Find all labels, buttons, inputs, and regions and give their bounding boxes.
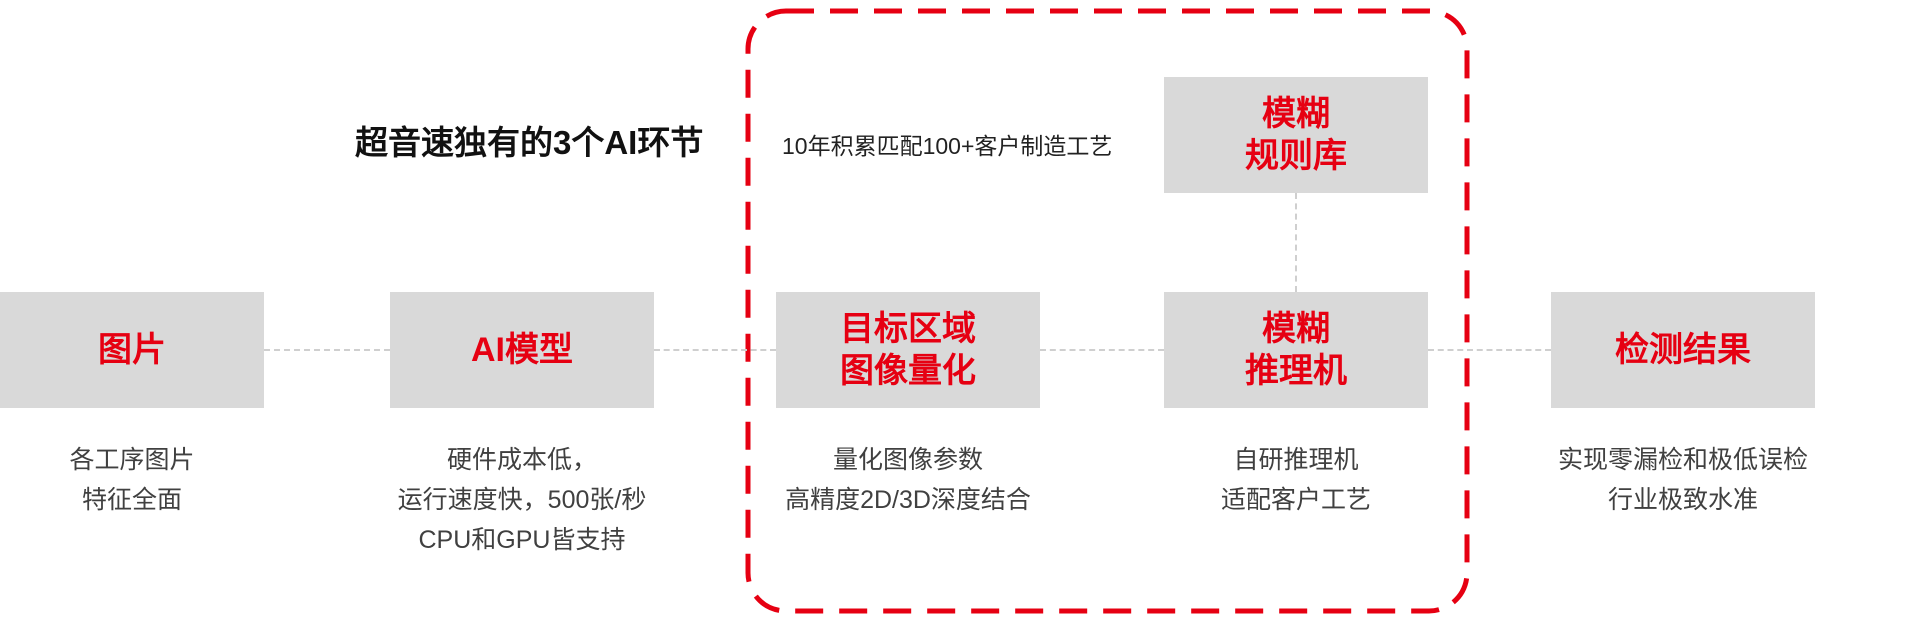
desc-line: 行业极致水准	[1607, 486, 1759, 514]
connector-rulelibrary-to-inference	[1295, 193, 1297, 292]
desc-ai-model: 硬件成本低， 运行速度快，500张/秒 CPU和GPU皆支持	[398, 440, 647, 560]
desc-line: 特征全面	[81, 486, 183, 514]
desc-line: 运行速度快，500张/秒	[397, 486, 647, 514]
node-title-image: 图片	[98, 330, 166, 369]
desc-line: 硬件成本低，	[446, 446, 598, 474]
desc-line: 自研推理机	[1233, 446, 1359, 474]
desc-line: 高精度2D/3D深度结合	[785, 486, 1031, 514]
node-title-detection-result: 检测结果	[1615, 330, 1751, 369]
connector-image-to-aimodel	[264, 349, 390, 351]
desc-line: 适配客户工艺	[1220, 486, 1372, 514]
desc-target-region-quantization: 量化图像参数 高精度2D/3D深度结合	[785, 440, 1031, 520]
desc-fuzzy-inference-engine: 自研推理机 适配客户工艺	[1221, 440, 1371, 520]
desc-line: 各工序图片	[69, 446, 195, 474]
node-title-target-region-quantization: 目标区域 图像量化	[840, 309, 976, 391]
node-image: 图片	[0, 292, 264, 408]
node-title-ai-model: AI模型	[471, 330, 573, 369]
node-fuzzy-rule-library: 模糊 规则库	[1164, 77, 1428, 193]
node-title-fuzzy-rule-library: 模糊 规则库	[1245, 94, 1347, 176]
desc-line: 量化图像参数	[832, 446, 983, 474]
section-heading: 超音速独有的3个AI环节	[355, 124, 704, 161]
node-detection-result: 检测结果	[1551, 292, 1815, 408]
node-fuzzy-inference-engine: 模糊 推理机	[1164, 292, 1428, 408]
dashed-frame-note: 10年积累匹配100+客户制造工艺	[782, 133, 1113, 159]
ai-section-dashed-frame	[745, 8, 1470, 614]
node-title-fuzzy-inference-engine: 模糊 推理机	[1245, 309, 1347, 391]
desc-line: CPU和GPU皆支持	[418, 526, 626, 554]
node-ai-model: AI模型	[390, 292, 654, 408]
desc-image: 各工序图片 特征全面	[69, 440, 194, 520]
connector-quantization-to-inference	[1040, 349, 1164, 351]
node-target-region-quantization: 目标区域 图像量化	[776, 292, 1040, 408]
desc-line: 实现零漏检和极低误检	[1557, 446, 1809, 474]
desc-detection-result: 实现零漏检和极低误检 行业极致水准	[1558, 440, 1808, 520]
connector-inference-to-result	[1428, 349, 1551, 351]
connector-aimodel-to-quantization	[654, 349, 776, 351]
